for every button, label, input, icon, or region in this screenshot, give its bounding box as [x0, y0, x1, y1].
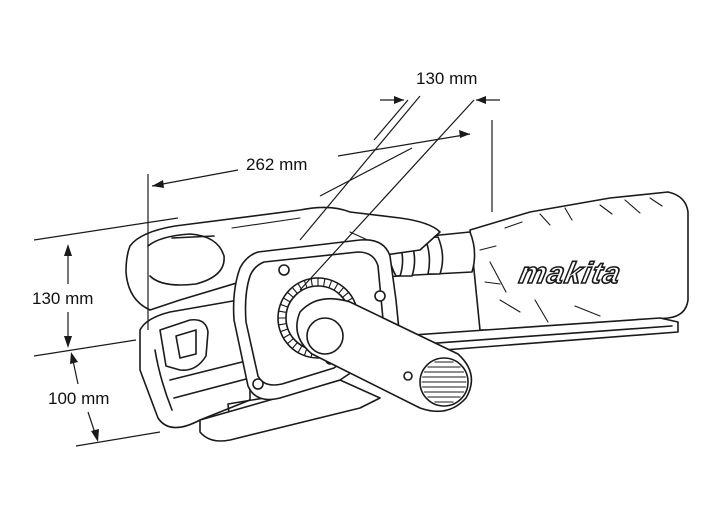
- dimension-height: 130 mm: [32, 217, 179, 357]
- makita-logo: makita: [516, 257, 624, 290]
- belt-arm: [296, 297, 473, 413]
- dimension-base-height: 100 mm: [48, 352, 161, 447]
- base-height-label: 100 mm: [48, 389, 109, 408]
- dimension-length: 262 mm: [147, 120, 493, 330]
- length-label: 262 mm: [246, 155, 307, 174]
- belt-width-label: 130 mm: [416, 69, 477, 88]
- height-label: 130 mm: [32, 289, 93, 308]
- dimension-belt-width: 130 mm: [299, 69, 500, 291]
- dust-bag: makita: [469, 191, 689, 331]
